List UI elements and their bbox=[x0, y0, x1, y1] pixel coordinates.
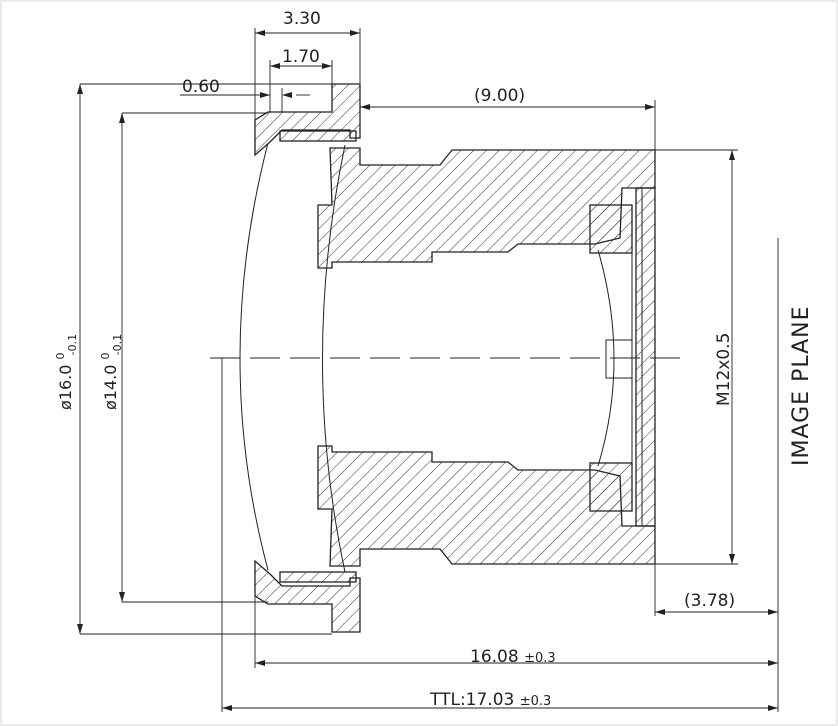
dim-back-focal: (3.78) bbox=[684, 591, 735, 611]
barrel-top bbox=[317, 147, 656, 269]
flange-ring-top bbox=[254, 83, 361, 157]
dim-total-track-tol: ±0.3 bbox=[520, 694, 552, 709]
rear-lens-center bbox=[605, 339, 633, 379]
barrel-bottom bbox=[317, 445, 656, 567]
dimension-lines bbox=[77, 28, 779, 712]
dim-inner-tol-lower: -0.1 bbox=[111, 334, 124, 355]
retainer-top bbox=[279, 130, 357, 142]
rear-lens-element bbox=[597, 249, 615, 467]
dim-total-track: TTL:17.03 bbox=[429, 690, 514, 710]
dim-outer-tol-upper: 0 bbox=[54, 352, 67, 359]
rear-holder-bottom bbox=[589, 462, 633, 512]
dim-thread: M12x0.5 bbox=[714, 333, 734, 406]
dim-lip-width: 1.70 bbox=[282, 47, 320, 67]
lens-assembly bbox=[210, 83, 690, 633]
dim-outer-diameter: ø16.0 bbox=[56, 365, 75, 410]
dim-outer-tol-lower: -0.1 bbox=[66, 334, 79, 355]
image-plane-label: IMAGE PLANE bbox=[789, 305, 814, 466]
retainer-bottom bbox=[279, 571, 357, 583]
flange-ring-bottom bbox=[254, 559, 361, 633]
svg-text:ø14.0 0 -0.1: ø14.0 0 -0.1 bbox=[94, 334, 124, 410]
dim-flange-width: 3.30 bbox=[283, 9, 321, 29]
dim-thread-length: (9.00) bbox=[474, 86, 525, 106]
ir-filter bbox=[635, 187, 656, 527]
dim-inner-tol-upper: 0 bbox=[99, 352, 112, 359]
svg-text:TTL:17.03 ±0.3: TTL:17.03 ±0.3 bbox=[429, 690, 551, 710]
svg-text:ø16.0 0 -0.1: ø16.0 0 -0.1 bbox=[49, 334, 79, 410]
dim-inner-diameter: ø14.0 bbox=[101, 365, 120, 410]
dim-lip-step: 0.60 bbox=[182, 77, 220, 97]
svg-text:16.08 ±0.3: 16.08 ±0.3 bbox=[470, 647, 556, 667]
front-lens-element bbox=[239, 142, 269, 571]
dim-flange-to-image-tol: ±0.3 bbox=[524, 651, 556, 666]
rear-holder-top bbox=[589, 204, 633, 254]
dim-flange-to-image: 16.08 bbox=[470, 647, 519, 667]
